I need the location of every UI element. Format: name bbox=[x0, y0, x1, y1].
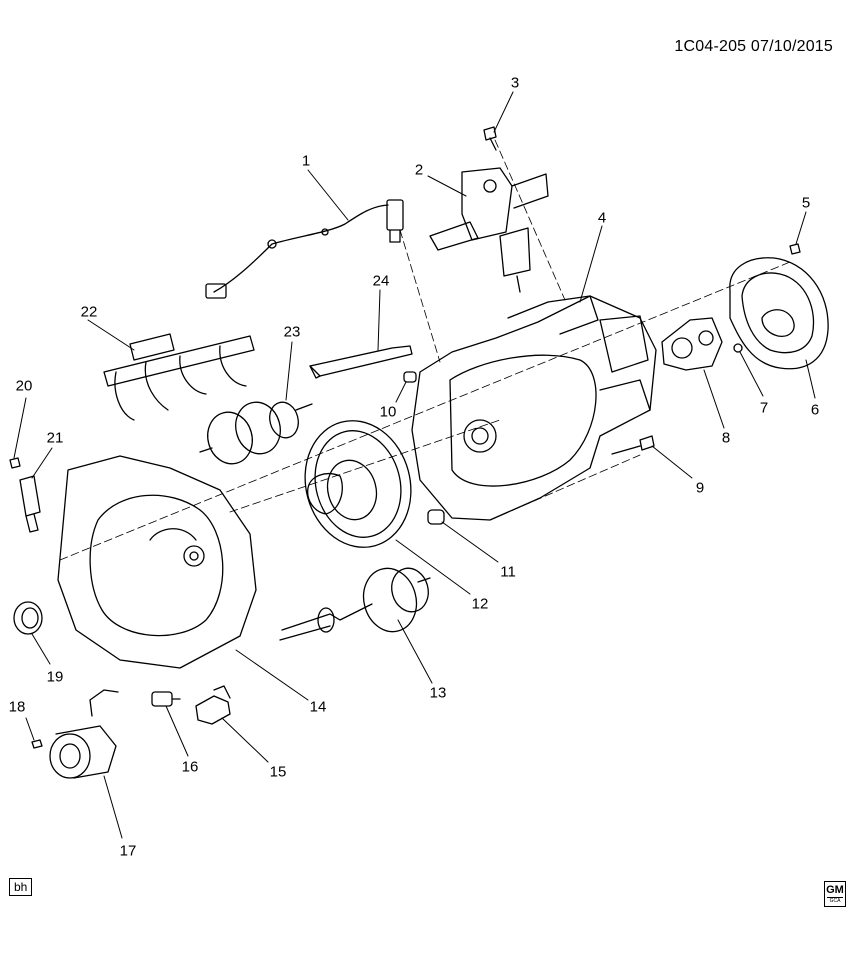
leader-lines bbox=[13, 91, 816, 839]
callout-2: 2 bbox=[414, 161, 424, 179]
part-18-bolt bbox=[31, 739, 43, 749]
author-tag: bh bbox=[9, 878, 33, 896]
callout-16: 16 bbox=[181, 758, 199, 776]
callout-21: 21 bbox=[46, 429, 64, 447]
diagram-code: 1C04-205 07/10/2015 bbox=[674, 38, 833, 55]
callout-19: 19 bbox=[46, 668, 64, 686]
part-23-gear-cluster bbox=[199, 401, 313, 465]
part-21-sensor bbox=[19, 475, 41, 533]
part-12-differential-gear bbox=[304, 420, 412, 548]
callout-24: 24 bbox=[372, 272, 390, 290]
gm-logo-subtext: GCA bbox=[827, 897, 843, 904]
callout-7: 7 bbox=[759, 399, 769, 417]
part-2-shift-bracket bbox=[429, 167, 549, 293]
callout-12: 12 bbox=[471, 595, 489, 613]
callout-22: 22 bbox=[80, 303, 98, 321]
part-22-shift-forks bbox=[103, 333, 255, 421]
callout-10: 10 bbox=[379, 403, 397, 421]
part-24-oil-trough bbox=[309, 345, 413, 379]
part-3-bolt bbox=[483, 126, 497, 151]
callout-17: 17 bbox=[119, 842, 137, 860]
callout-9: 9 bbox=[695, 479, 705, 497]
part-14-clutch-housing bbox=[57, 455, 257, 669]
part-16-switch bbox=[151, 691, 181, 707]
part-8-gasket bbox=[661, 317, 723, 371]
part-7-plug bbox=[733, 343, 743, 353]
part-19-seal bbox=[13, 601, 43, 635]
callout-14: 14 bbox=[309, 698, 327, 716]
callout-15: 15 bbox=[269, 763, 287, 781]
callout-4: 4 bbox=[597, 209, 607, 227]
callout-20: 20 bbox=[15, 377, 33, 395]
part-1-wire-harness bbox=[205, 199, 404, 299]
callout-6: 6 bbox=[810, 401, 820, 419]
part-11-bushing bbox=[427, 509, 445, 525]
callout-11: 11 bbox=[500, 563, 516, 581]
callout-23: 23 bbox=[283, 323, 301, 341]
gm-logo: GM GCA bbox=[824, 881, 846, 907]
part-20-bolt bbox=[9, 457, 21, 469]
part-5-bolt bbox=[789, 243, 801, 255]
part-13-input-shaft bbox=[279, 567, 431, 641]
callout-5: 5 bbox=[801, 194, 811, 212]
part-15-sensor bbox=[195, 685, 231, 725]
callout-1: 1 bbox=[301, 152, 311, 170]
part-10-dowel bbox=[403, 371, 417, 383]
part-17-slave-cylinder bbox=[49, 689, 119, 779]
callout-3: 3 bbox=[510, 74, 520, 92]
callout-18: 18 bbox=[8, 698, 26, 716]
callout-8: 8 bbox=[721, 429, 731, 447]
part-4-transmission-case bbox=[411, 295, 657, 521]
gm-logo-text: GM bbox=[826, 884, 844, 896]
part-9-bolt bbox=[611, 435, 655, 455]
callout-13: 13 bbox=[429, 684, 447, 702]
part-6-end-cover bbox=[729, 257, 829, 370]
